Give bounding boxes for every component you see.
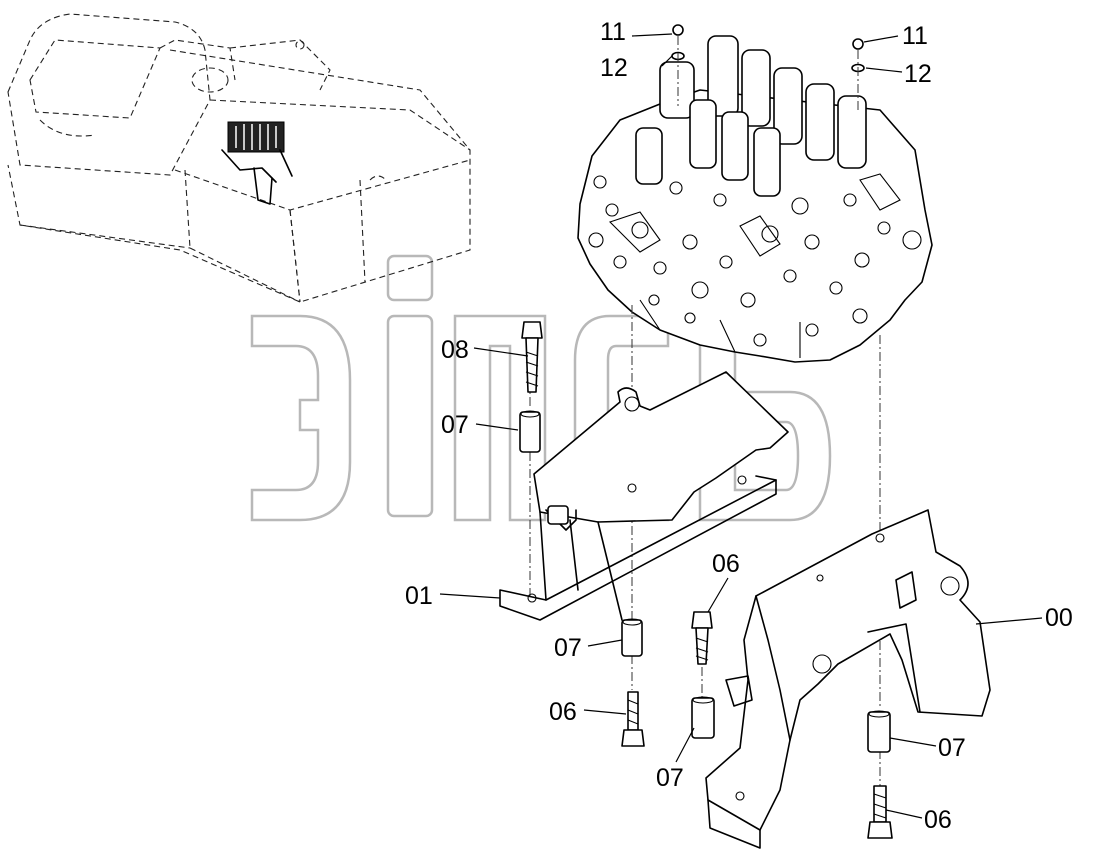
- callout-07-upper: 07: [441, 411, 469, 439]
- callout-12-left: 12: [600, 54, 628, 82]
- callout-06-left: 06: [549, 698, 577, 726]
- callout-07-right: 07: [938, 734, 966, 762]
- callout-11-left: 11: [600, 18, 626, 46]
- leader-lines: [439, 33, 1043, 819]
- callout-12-right: 12: [904, 60, 932, 88]
- spacer-07-low: [691, 696, 715, 739]
- valve-location-marker: [221, 121, 293, 205]
- callout-labels: 11 12 11 12 08 07 01 06 00 07 06 07 07 0…: [405, 18, 1073, 834]
- callout-00: 00: [1045, 604, 1073, 632]
- callout-07-mid: 07: [554, 634, 582, 662]
- spacer-07-mid: [621, 618, 643, 657]
- spacer-07-upper: [519, 410, 541, 453]
- bracket-01: [499, 371, 789, 621]
- callout-07-low: 07: [656, 764, 684, 792]
- valve-spools: [635, 35, 867, 197]
- bracket-00: [705, 509, 991, 849]
- callout-11-right: 11: [902, 22, 928, 50]
- bolt-08: [521, 321, 543, 393]
- valve-ports: [588, 175, 922, 347]
- callout-08: 08: [441, 336, 469, 364]
- control-valve: [577, 35, 933, 363]
- callout-06-mid: 06: [712, 550, 740, 578]
- spacer-07-right: [867, 710, 891, 753]
- excavator-overview: [7, 13, 471, 303]
- callout-06-right: 06: [924, 806, 952, 834]
- bolt-06-mid: [691, 611, 713, 665]
- bolt-06-right: [867, 785, 893, 839]
- callout-01: 01: [405, 582, 433, 610]
- bolt-06-left: [621, 691, 645, 747]
